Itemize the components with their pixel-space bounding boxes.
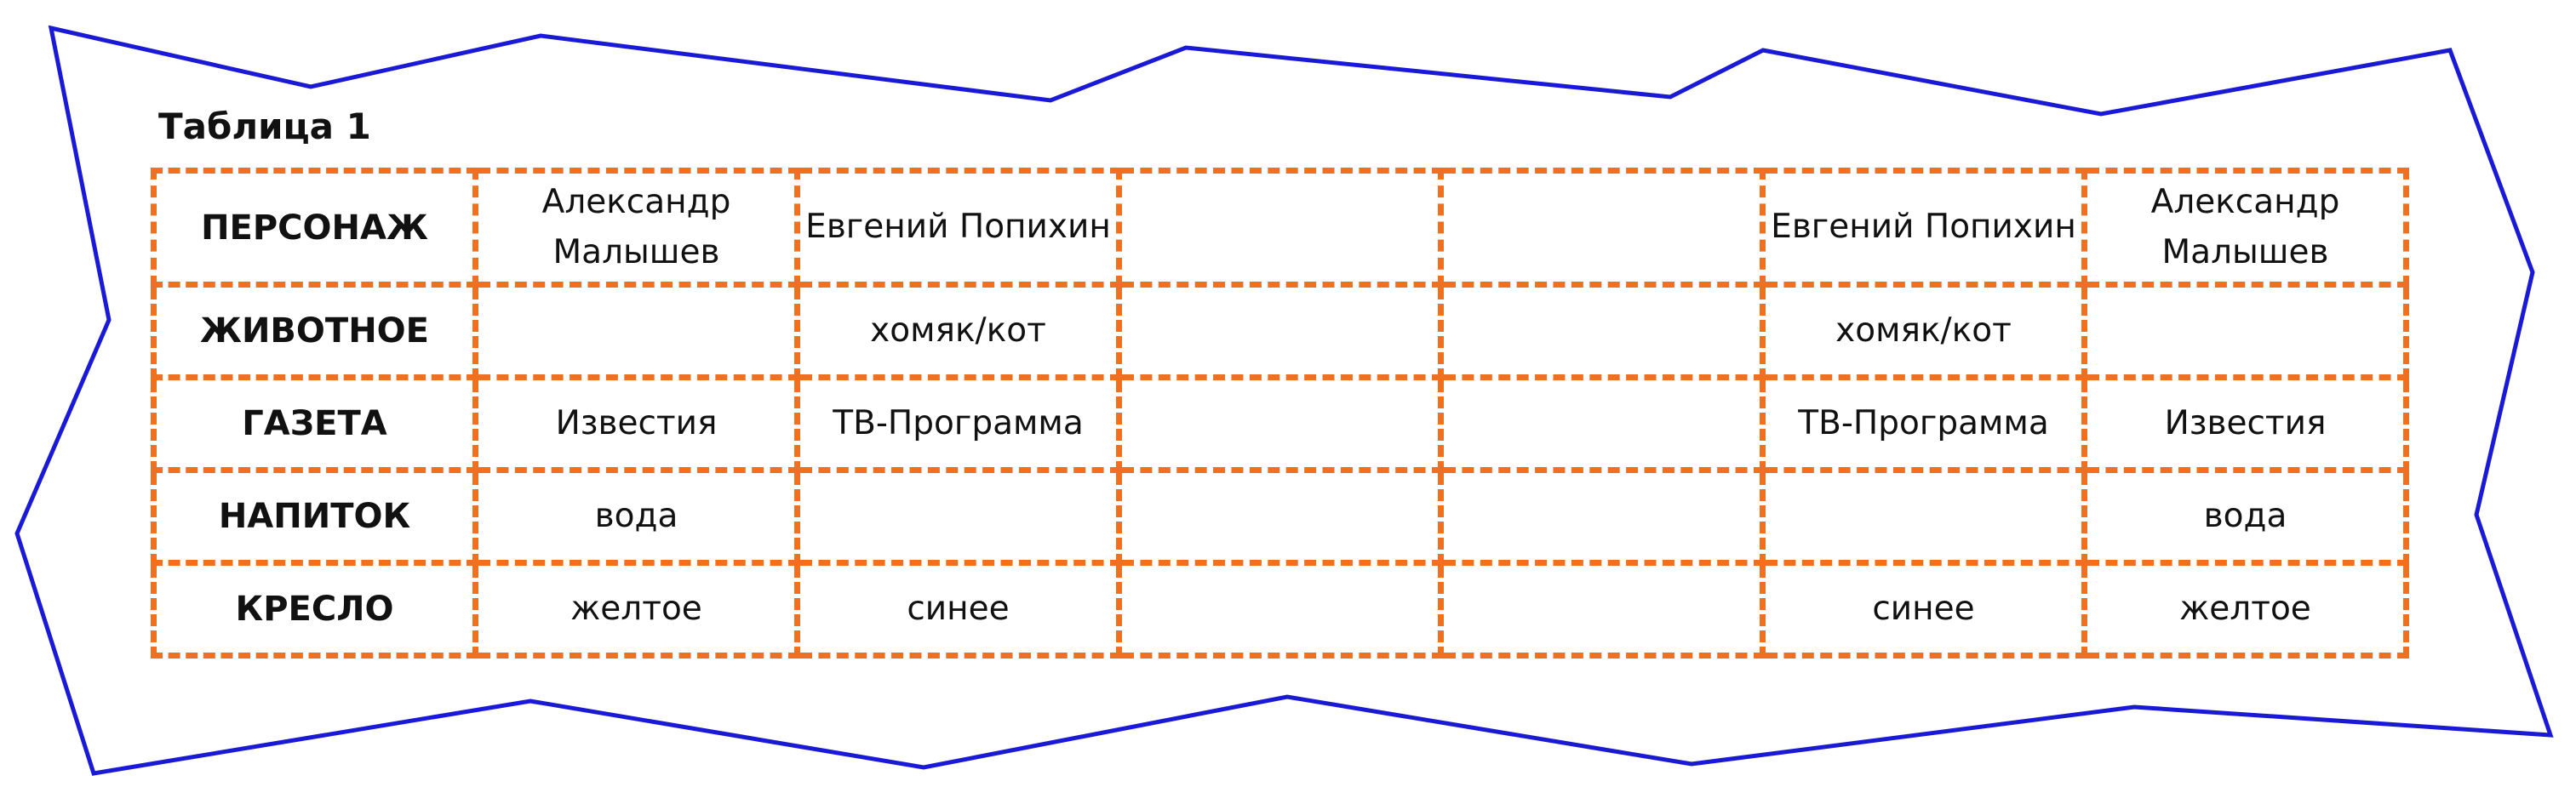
table-cell: желтое: [472, 560, 800, 659]
table-cell: хомяк/кот: [794, 282, 1122, 380]
table-row: ЖИВОТНОЕ хомяк/кот хомяк/кот: [151, 282, 2409, 380]
jagged-frame-outline: [14, 25, 2554, 776]
table-cell: [1116, 467, 1444, 566]
table-cell: Известия: [472, 374, 800, 473]
table-cell: [1438, 168, 1766, 288]
table-cell: Известия: [2081, 374, 2409, 473]
table-cell: [1116, 374, 1444, 473]
table-cell: [472, 282, 800, 380]
table-cell: вода: [472, 467, 800, 566]
table-cell: [1116, 560, 1444, 659]
table-cell: [1438, 560, 1766, 659]
table-cell: Евгений Попихин: [794, 168, 1122, 288]
table-cell: синее: [794, 560, 1122, 659]
row-header: НАПИТОК: [151, 467, 478, 566]
table-cell: желтое: [2081, 560, 2409, 659]
table-cell: [794, 467, 1122, 566]
table-cell: [1438, 467, 1766, 566]
table-cell: хомяк/кот: [1760, 282, 2087, 380]
table-cell: ТВ-Программа: [1760, 374, 2087, 473]
table-cell: синее: [1760, 560, 2087, 659]
table-cell: Евгений Попихин: [1760, 168, 2087, 288]
table-cell: [1438, 282, 1766, 380]
table-cell: [1438, 374, 1766, 473]
table-cell: Александр Малышев: [472, 168, 800, 288]
table-title: Таблица 1: [158, 105, 371, 147]
table-cell: Александр Малышев: [2081, 168, 2409, 288]
table-cell: [1116, 282, 1444, 380]
row-header: КРЕСЛО: [151, 560, 478, 659]
table-cell: ТВ-Программа: [794, 374, 1122, 473]
row-header: ПЕРСОНАЖ: [151, 168, 478, 288]
table-cell: вода: [2081, 467, 2409, 566]
table-cell: [1116, 168, 1444, 288]
row-header: ЖИВОТНОЕ: [151, 282, 478, 380]
table-cell: [2081, 282, 2409, 380]
row-header: ГАЗЕТА: [151, 374, 478, 473]
table-cell: [1760, 467, 2087, 566]
